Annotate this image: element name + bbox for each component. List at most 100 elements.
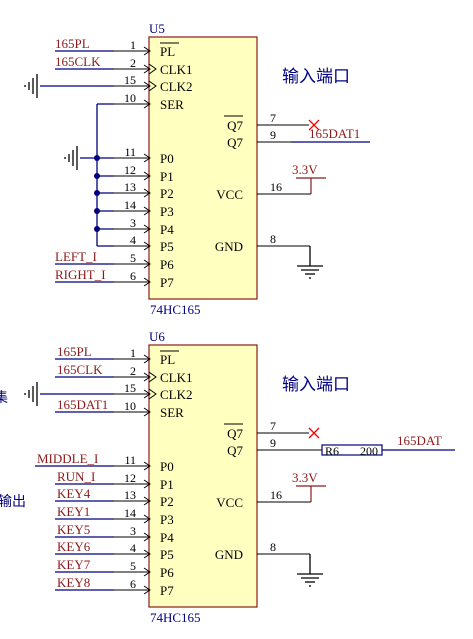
- net-label-text: KEY6: [57, 539, 91, 554]
- clock-edge-icon: [148, 80, 157, 92]
- ground-icon: [24, 74, 38, 98]
- pin-name: Q7: [227, 118, 243, 133]
- pin-name: CLK2: [160, 79, 193, 94]
- pin-number: 9: [270, 436, 276, 450]
- pin-name: Q7: [227, 443, 243, 458]
- pin-number: 16: [270, 488, 282, 502]
- chip-part-number: 74HC165: [150, 302, 201, 317]
- junction-dot: [94, 190, 100, 196]
- pin-name: P5: [160, 239, 174, 254]
- chip-ref: U5: [149, 21, 165, 36]
- chip-ref: U6: [149, 329, 165, 344]
- net-label-165pl: 165PL: [55, 344, 114, 360]
- net-label-165pl: 165PL: [55, 36, 114, 52]
- net-label-text: 165DAT1: [57, 397, 108, 412]
- net-label-key1: KEY1: [55, 504, 114, 520]
- chip-body: [148, 344, 258, 608]
- pin-name: P3: [160, 204, 174, 219]
- vcc-power: 3.3V: [291, 470, 326, 503]
- chip-body: [148, 36, 258, 300]
- net-label-key4: KEY4: [55, 486, 114, 502]
- pin-name: P3: [160, 512, 174, 527]
- left-pin-p4: 3 P4: [114, 524, 174, 545]
- net-label-text: KEY5: [57, 522, 90, 537]
- pin-name: PL: [160, 44, 175, 59]
- pin-number: 5: [130, 251, 136, 265]
- pin-arrow: [143, 99, 151, 109]
- pin-name: CLK1: [160, 370, 193, 385]
- pin-arrow: [143, 171, 151, 181]
- pin-number: 7: [270, 419, 276, 433]
- pin-number: 6: [130, 577, 136, 591]
- left-pin-p0: 11 P0: [114, 453, 174, 474]
- pin-arrow: [143, 514, 151, 524]
- pin-name: SER: [160, 97, 184, 112]
- pin-number: 3: [130, 524, 136, 538]
- clk2-ground: [24, 74, 114, 98]
- side-text-lower: 输出: [0, 494, 26, 510]
- pin-name: P5: [160, 547, 174, 562]
- right-pin-q7: 9Q7: [227, 436, 291, 458]
- pin-name: Q7: [227, 426, 243, 441]
- pin-name: P0: [160, 459, 174, 474]
- pin-arrow: [143, 532, 151, 542]
- junction-dot: [94, 208, 100, 214]
- pin-number: 10: [124, 399, 136, 413]
- right-pin-q7-bar: 7Q7: [224, 419, 291, 441]
- net-label-text: 165CLK: [57, 362, 103, 377]
- net-label-text: KEY1: [57, 504, 90, 519]
- pin-number: 15: [124, 73, 136, 87]
- pin-name: VCC: [216, 187, 243, 202]
- pin-arrow: [143, 407, 151, 417]
- pin-number: 13: [124, 488, 136, 502]
- pin-name: P1: [160, 477, 174, 492]
- clk2-ground: [24, 382, 114, 406]
- pin-arrow: [143, 224, 151, 234]
- net-label-middle-i: MIDDLE_I: [35, 451, 114, 467]
- pin-number: 11: [124, 453, 136, 467]
- pin-name: P4: [160, 530, 174, 545]
- pin-arrow: [143, 206, 151, 216]
- chip-annotation: 输入端口: [282, 67, 350, 87]
- pin-number: 8: [270, 540, 276, 554]
- left-pin-ser: 10 SER: [114, 91, 184, 112]
- net-label-text: 165DAT: [397, 433, 442, 448]
- pin-number: 16: [270, 180, 282, 194]
- pin-arrow: [143, 585, 151, 595]
- net-label-key6: KEY6: [55, 539, 114, 555]
- pin-number: 10: [124, 91, 136, 105]
- net-label-key8: KEY8: [55, 575, 114, 591]
- net-label-text: 165PL: [55, 36, 90, 51]
- net-label-165clk: 165CLK: [55, 362, 114, 378]
- chip-annotation: 输入端口: [282, 375, 350, 395]
- pin-name: P2: [160, 494, 174, 509]
- pin-arrow: [143, 389, 151, 399]
- pin-name: P4: [160, 222, 174, 237]
- right-pin-q7-bar: 7Q7: [224, 111, 291, 133]
- net-label-text: 165CLK: [55, 54, 101, 69]
- pin-number: 11: [124, 145, 136, 159]
- ground-icon: [297, 265, 323, 279]
- pin-arrow: [143, 64, 151, 74]
- pin-name: GND: [215, 547, 243, 562]
- clock-edge-icon: [148, 63, 157, 75]
- right-pin-q7: 9Q7: [227, 128, 291, 150]
